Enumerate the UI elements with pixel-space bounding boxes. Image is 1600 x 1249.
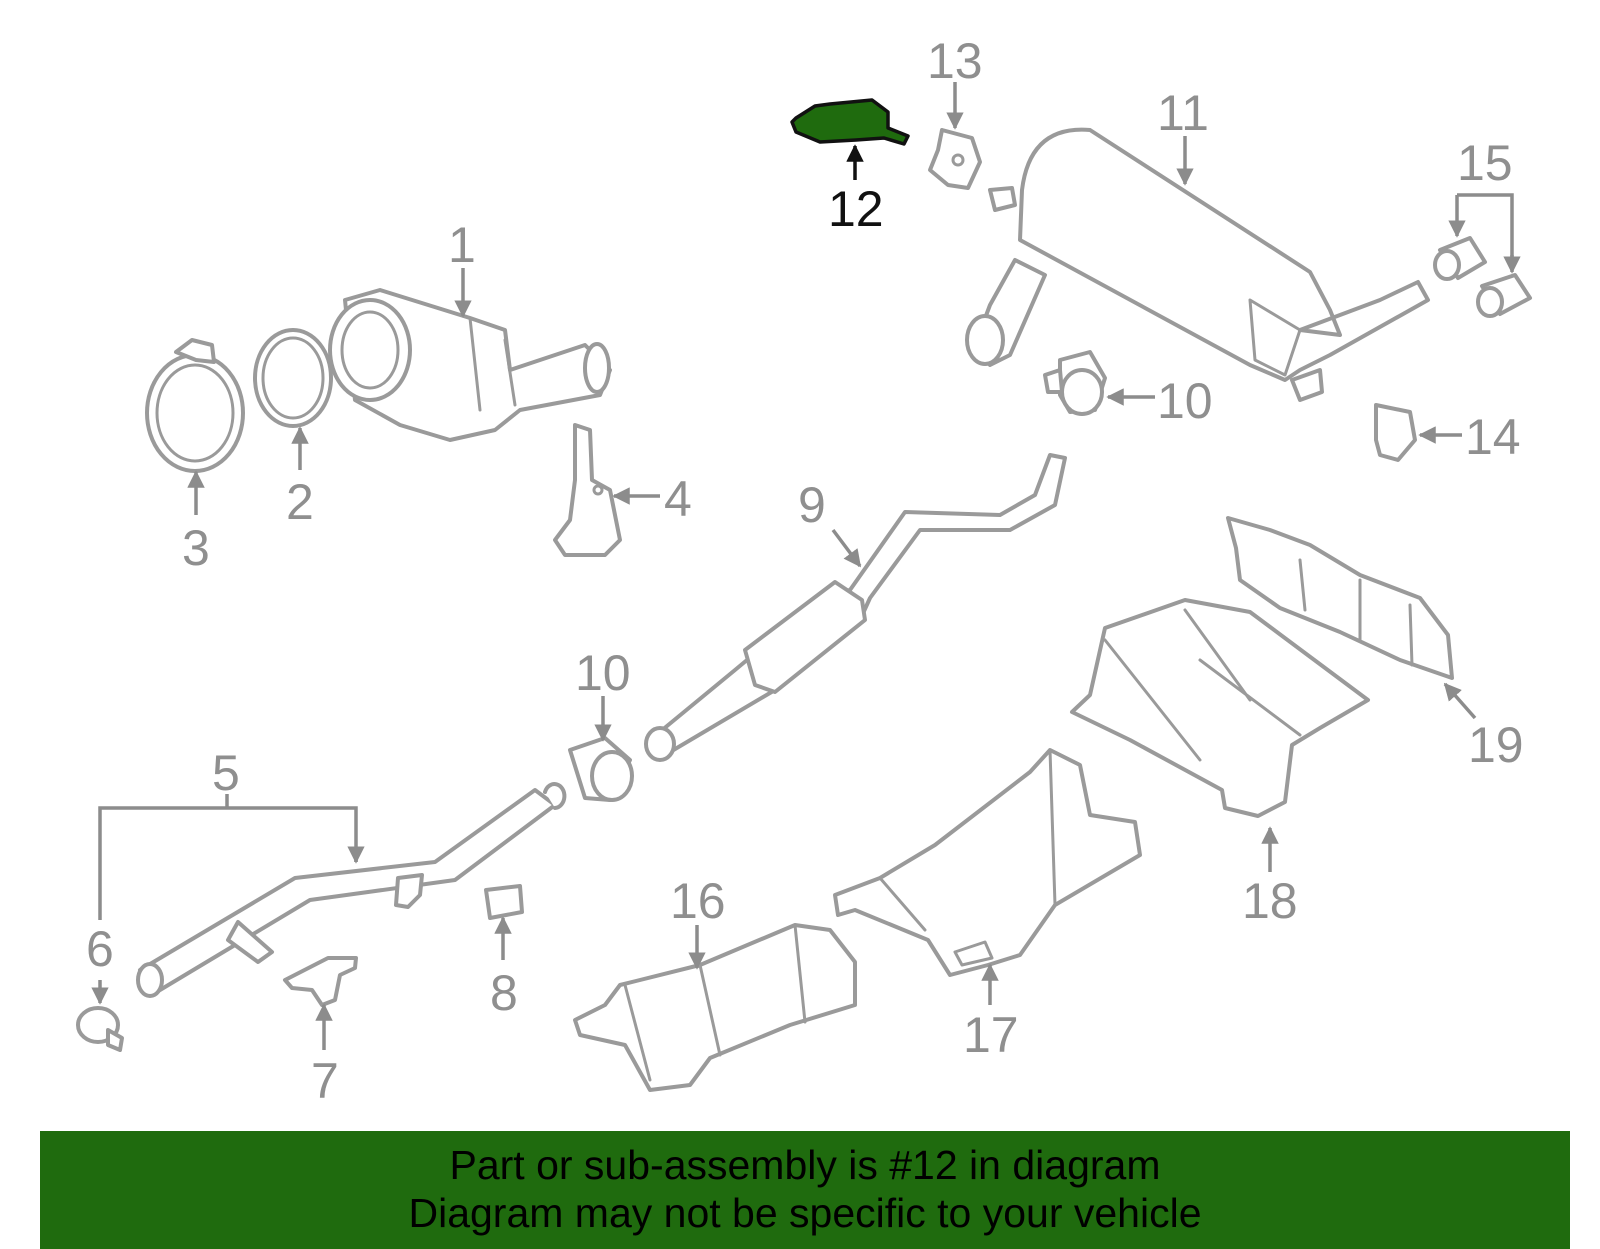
callout-14: 14	[1465, 409, 1521, 465]
callout-15: 15	[1457, 135, 1513, 191]
part-6-clamp[interactable]	[76, 1006, 124, 1052]
part-18-heat-shield[interactable]	[1070, 598, 1370, 818]
callout-2: 2	[286, 474, 314, 530]
part-2-gasket[interactable]	[253, 328, 333, 428]
callout-9: 9	[798, 477, 826, 533]
leader-9	[831, 528, 862, 568]
callout-13: 13	[927, 33, 983, 89]
part-15-exhaust-tips[interactable]	[1433, 236, 1532, 318]
callout-10-lower: 10	[575, 645, 631, 701]
part-4-bracket[interactable]	[553, 423, 622, 557]
part-3-clamp[interactable]	[145, 338, 245, 473]
banner-line-part: Part or sub-assembly is #12 in diagram	[449, 1142, 1161, 1188]
callout-11: 11	[1157, 85, 1209, 141]
callout-10-upper: 10	[1157, 373, 1213, 429]
callout-16: 16	[670, 873, 726, 929]
part-info-banner: Part or sub-assembly is #12 in diagram D…	[40, 1131, 1570, 1249]
leader-19	[1443, 682, 1477, 720]
leader-15-bracket	[1457, 193, 1514, 270]
callout-12: 12	[828, 181, 884, 237]
part-10-clamp-upper[interactable]	[1043, 350, 1107, 416]
part-19-heat-shield[interactable]	[1226, 516, 1454, 680]
leader-5-bracket	[98, 806, 358, 920]
part-12-heat-shield[interactable]	[790, 98, 910, 146]
part-16-heat-shield[interactable]	[573, 923, 857, 1092]
banner-line-disclaimer: Diagram may not be specific to your vehi…	[408, 1190, 1202, 1236]
callout-6: 6	[86, 921, 114, 977]
callout-17: 17	[963, 1007, 1019, 1063]
callout-19: 19	[1468, 717, 1524, 773]
part-14-bracket[interactable]	[1374, 403, 1417, 462]
callout-7: 7	[311, 1053, 339, 1109]
callout-8: 8	[490, 965, 518, 1021]
callout-1: 1	[448, 217, 476, 273]
part-9-center-pipe[interactable]	[644, 453, 1067, 762]
callout-18: 18	[1242, 873, 1298, 929]
part-5-front-pipe[interactable]	[136, 782, 567, 998]
part-11-rear-muffler[interactable]	[965, 127, 1430, 402]
callout-4: 4	[664, 471, 692, 527]
callout-3: 3	[182, 520, 210, 576]
part-17-heat-shield[interactable]	[833, 748, 1142, 977]
part-13-hanger[interactable]	[928, 128, 982, 190]
part-7-hanger[interactable]	[283, 956, 358, 1007]
callout-5: 5	[212, 745, 240, 801]
part-10-clamp-lower[interactable]	[568, 736, 634, 802]
part-1-catalytic-converter[interactable]	[328, 288, 612, 442]
part-8-bushing[interactable]	[484, 884, 524, 920]
